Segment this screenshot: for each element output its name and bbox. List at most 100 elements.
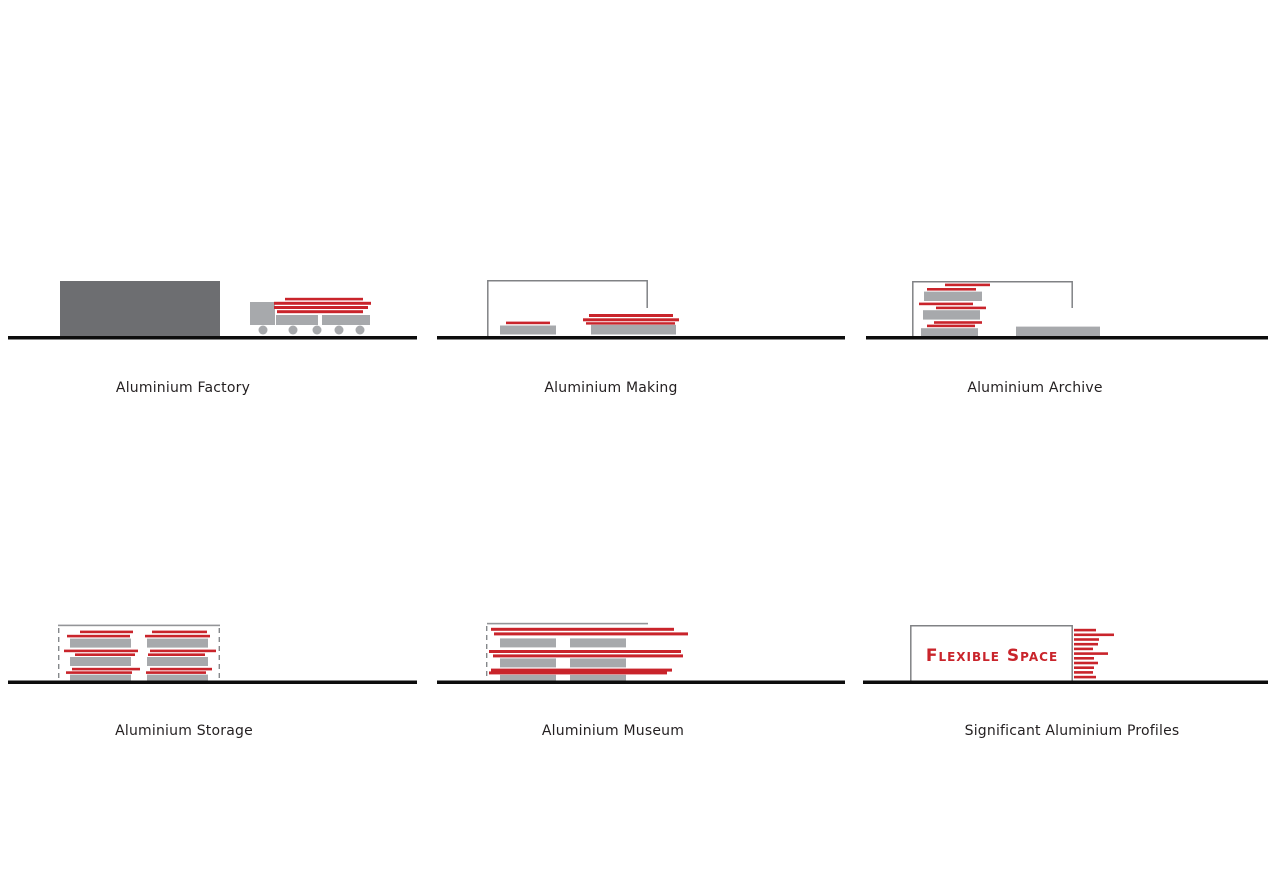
archive-scene — [866, 281, 1268, 340]
truck-wheel — [312, 325, 322, 335]
aluminium-profile-bar — [274, 306, 368, 309]
aluminium-profile-bar — [64, 649, 138, 653]
stacked-gray-bar — [570, 674, 626, 681]
aluminium-profile-bar — [145, 634, 210, 638]
aluminium-profile-bar — [1074, 666, 1094, 669]
ground-line — [863, 680, 1268, 684]
truck-trailer-shape — [322, 315, 370, 325]
truck-wheel — [355, 325, 365, 335]
aluminium-profile-bar — [934, 321, 982, 324]
stacked-gray-bar — [500, 658, 556, 668]
panel-label: Aluminium Making — [544, 380, 678, 396]
aluminium-profile-bar — [1074, 671, 1093, 674]
stacked-gray-bar — [570, 638, 626, 648]
factory-building-shape — [60, 281, 220, 336]
aluminium-profile-bar — [274, 301, 371, 305]
truck-wheel — [258, 325, 268, 335]
aluminium-profile-bar — [66, 671, 132, 674]
aluminium-profile-bar — [1074, 657, 1094, 660]
panel-label: Aluminium Storage — [115, 723, 253, 739]
aluminium-profile-bar — [491, 627, 674, 631]
truck-cab-shape — [250, 302, 275, 325]
aluminium-profile-bar — [489, 650, 681, 653]
stacked-gray-bar — [921, 328, 978, 336]
panel-label: Significant Aluminium Profiles — [964, 723, 1180, 739]
storage-scene — [8, 624, 417, 684]
archive-profile-stack — [919, 283, 990, 336]
aluminium-profile-bar — [583, 318, 679, 322]
aluminium-profile-bar — [152, 630, 207, 634]
aluminium-profile-bar — [493, 654, 683, 658]
ground-line — [437, 336, 845, 340]
stacked-gray-bar — [500, 638, 556, 648]
aluminium-profile-bar — [1074, 647, 1093, 651]
aluminium-profile-bar — [919, 302, 973, 306]
ground-line — [8, 680, 417, 684]
aluminium-profile-bar — [489, 671, 667, 675]
aluminium-profile-bar — [277, 310, 363, 314]
profile-bar-stack — [1074, 628, 1114, 679]
ground-slab — [1016, 326, 1100, 336]
flexible-space-box-outline — [910, 625, 1073, 681]
aluminium-profile-bar — [506, 321, 550, 325]
aluminium-profile-bar — [150, 667, 212, 671]
roof-line — [58, 624, 220, 627]
museum-scene — [437, 622, 845, 684]
aluminium-profile-bar — [936, 306, 986, 310]
stacked-gray-bar — [147, 674, 208, 681]
profile-stack-right — [145, 630, 216, 681]
flexible-space-text: Flexible Space — [925, 646, 1059, 666]
platform-shape — [500, 325, 556, 335]
building-outline — [487, 280, 648, 336]
stacked-gray-bar — [70, 638, 131, 648]
stacked-gray-bar — [923, 310, 980, 320]
aluminium-profile-bar — [927, 288, 976, 291]
aluminium-profile-bar — [80, 630, 133, 634]
stacked-gray-bar — [70, 674, 131, 681]
aluminium-profile-bar — [1074, 652, 1108, 655]
panel-label: Aluminium Museum — [541, 723, 685, 739]
factory-scene — [8, 281, 417, 340]
stacked-gray-bar — [500, 674, 556, 681]
aluminium-profile-bar — [1074, 633, 1114, 637]
aluminium-profile-bar — [586, 322, 675, 325]
aluminium-profile-bar — [75, 653, 135, 656]
stacked-gray-bar — [70, 657, 131, 666]
truck-wheel — [288, 325, 298, 335]
truck-trailer-shape — [276, 315, 318, 325]
ground-line — [866, 336, 1268, 340]
ground-line — [437, 680, 845, 684]
aluminium-profile-bar — [67, 634, 130, 638]
ground-line — [8, 336, 417, 340]
roof-line — [487, 622, 648, 625]
aluminium-profile-bar — [945, 283, 990, 287]
profile-stack-left — [64, 630, 140, 681]
aluminium-profile-bar — [72, 667, 140, 671]
aluminium-profile-bar — [1074, 638, 1099, 641]
truck-icon — [250, 297, 371, 335]
aluminium-profile-bar — [1074, 675, 1096, 679]
platform-shape — [591, 324, 676, 335]
stacked-gray-bar — [147, 638, 208, 648]
stacked-gray-bar — [147, 657, 208, 666]
aluminium-profile-bar — [285, 297, 363, 301]
aluminium-profile-bar — [589, 314, 673, 317]
building-outline — [912, 281, 1073, 336]
making-scene — [437, 280, 845, 340]
casting-platform — [500, 321, 556, 335]
profiles-scene — [863, 625, 1268, 684]
aluminium-profile-bar — [146, 671, 206, 674]
aluminium-profile-bar — [927, 324, 975, 328]
aluminium-profile-bar — [1074, 661, 1098, 665]
extended-profile-stacks — [489, 627, 688, 681]
truck-wheel — [334, 325, 344, 335]
aluminium-profile-bar — [150, 649, 216, 653]
aluminium-profile-bar — [148, 653, 205, 656]
aluminium-profile-bar — [494, 632, 688, 636]
aluminium-profile-stack — [583, 314, 679, 335]
stacked-gray-bar — [570, 658, 626, 668]
panel-label: Aluminium Archive — [967, 380, 1103, 396]
stacked-gray-bar — [924, 291, 982, 301]
aluminium-profile-bar — [1074, 628, 1096, 632]
